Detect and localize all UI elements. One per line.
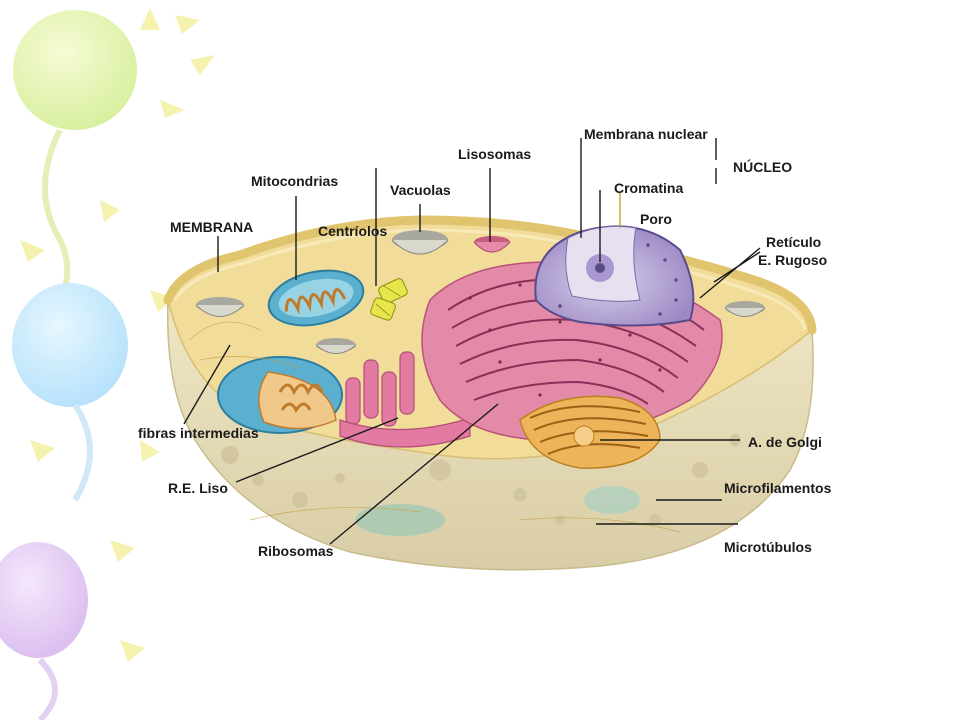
lysosome: [473, 236, 511, 253]
mitochondrion-lower: [217, 356, 343, 434]
label-membrana: MEMBRANA: [170, 219, 253, 235]
plasma-membrane: [163, 215, 817, 335]
label-lisosomas: Lisosomas: [458, 146, 531, 162]
label-mitocondrias: Mitocondrias: [251, 173, 338, 189]
label-golgi: A. de Golgi: [748, 434, 822, 450]
nucleus: [534, 225, 695, 327]
leader-lines: [183, 138, 761, 545]
labels: Membrana nuclear NÚCLEO Lisosomas Mitoco…: [138, 126, 832, 559]
label-nucleo: NÚCLEO: [733, 158, 792, 175]
label-poro: Poro: [640, 211, 672, 227]
label-microfilamentos: Microfilamentos: [724, 480, 832, 496]
vacuoles: [195, 230, 766, 354]
label-ribosomas: Ribosomas: [258, 543, 334, 559]
label-cromatina: Cromatina: [614, 180, 683, 196]
smooth-er: [339, 351, 471, 448]
label-microtubulos: Microtúbulos: [724, 539, 812, 555]
label-centriolos: Centríolos: [318, 223, 387, 239]
centrioles: [370, 278, 408, 321]
mitochondrion-upper: [267, 269, 365, 327]
label-vacuolas: Vacuolas: [390, 182, 451, 198]
label-e-rugoso: E. Rugoso: [758, 252, 827, 268]
label-reticulo: Retículo: [766, 234, 821, 250]
cell-illustration: [163, 215, 817, 571]
balloon-decoration: [0, 8, 215, 720]
label-membrana-nuclear: Membrana nuclear: [584, 126, 708, 142]
label-re-liso: R.E. Liso: [168, 480, 228, 496]
label-fibras-intermedias: fibras intermedias: [138, 425, 259, 441]
